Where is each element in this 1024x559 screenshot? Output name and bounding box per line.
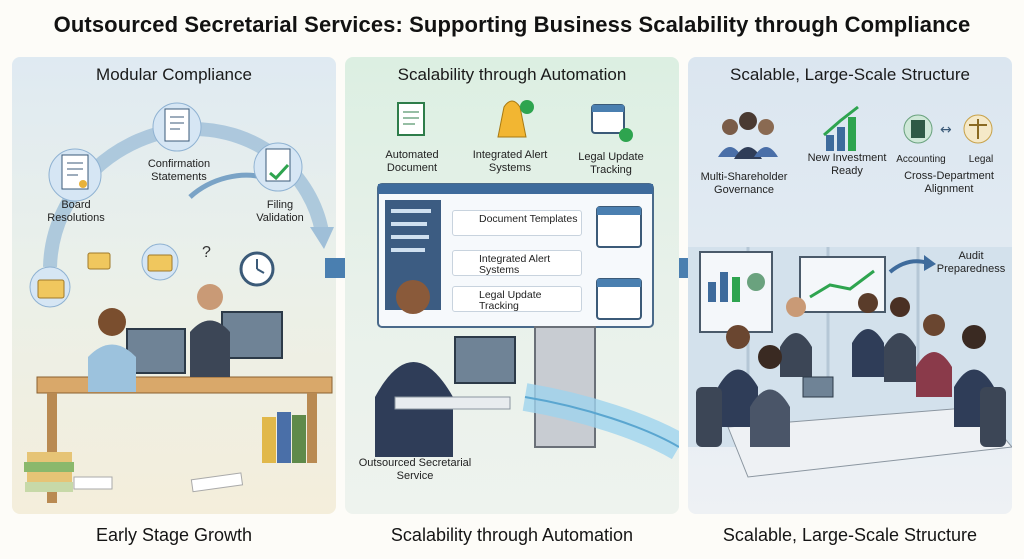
label-new-investment: New Investment Ready: [807, 152, 887, 177]
caption-large-scale: Scalable, Large-Scale Structure: [722, 525, 978, 545]
bell-icon: [497, 100, 534, 138]
label-automated-document: Automated Document: [385, 149, 439, 174]
document-icon: [397, 102, 425, 136]
panel-heading: Modular Compliance: [96, 65, 252, 84]
automation-illustration: [375, 100, 679, 460]
row-integrated-alerts: Integrated Alert Systems: [452, 250, 582, 276]
panel-automation: Scalability through Automation: [345, 57, 679, 514]
growth-chart-icon: [823, 105, 859, 151]
label-board-resolutions: Board Resolutions: [47, 199, 105, 224]
boardroom-illustration: ↔: [688, 105, 1012, 478]
row-document-templates: Document Templates: [452, 210, 582, 236]
folder-icon: [141, 243, 179, 281]
panel-early-stage: Modular Compliance: [12, 57, 336, 514]
svg-text:?: ?: [202, 244, 211, 261]
caption-early-stage: Early Stage Growth: [95, 525, 253, 545]
clock-icon: [239, 251, 275, 287]
label-legal: Legal: [968, 154, 994, 165]
label-integrated-alerts: Integrated Alert Systems: [472, 149, 548, 174]
page-title: Outsourced Secretarial Services: Support…: [53, 12, 971, 37]
label-filing-validation: Filing Validation: [256, 199, 304, 224]
early-stage-illustration: ?: [24, 102, 334, 503]
document-icon-confirmation: [152, 102, 202, 152]
svg-text:↔: ↔: [940, 122, 952, 138]
calendar-icon: [591, 104, 633, 142]
scales-icon: [963, 114, 993, 144]
label-audit-preparedness: Audit Preparedness: [936, 250, 1006, 275]
label-multi-shareholder: Multi-Shareholder Governance: [700, 171, 788, 196]
label-cross-department: Cross-Department Alignment: [904, 170, 994, 195]
row-legal-update-tracking: Legal Update Tracking: [452, 286, 582, 312]
document-icon-board: [48, 148, 102, 202]
label-legal-update-tracking: Legal Update Tracking: [578, 151, 644, 176]
label-accounting: Accounting: [896, 154, 946, 165]
panel-heading: Scalable, Large-Scale Structure: [729, 65, 971, 84]
people-icon: [718, 112, 778, 159]
document-icon-filing: [253, 142, 303, 192]
calculator-icon: [903, 114, 933, 144]
label-confirmation-statements: Confirmation Statements: [147, 158, 211, 183]
panel-heading: Scalability through Automation: [397, 65, 627, 84]
panel-large-scale: Scalable, Large-Scale Structure ↔: [688, 57, 1012, 514]
folder-icon: [29, 266, 71, 308]
label-outsourced-service: Outsourced Secretarial Service: [358, 457, 472, 482]
caption-automation: Scalability through Automation: [390, 525, 634, 545]
